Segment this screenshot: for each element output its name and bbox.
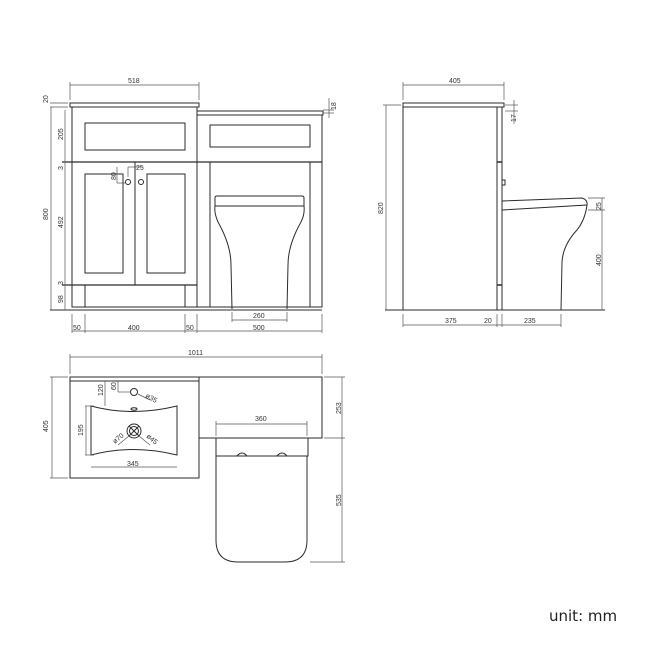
dim-gap-upper: 3 (58, 166, 65, 170)
dim-cabinet-depth: 375 (445, 318, 457, 325)
dim-door-width: 400 (128, 325, 140, 332)
side-view (385, 102, 605, 311)
side-dimension-lines (383, 82, 605, 327)
plan-view (69, 376, 323, 563)
dim-pan-width: 360 (255, 416, 267, 423)
dim-tap-side: 60 (111, 382, 118, 390)
dim-bowl-width: 345 (127, 461, 139, 468)
dim-pan-projection: 235 (524, 318, 536, 325)
dim-panel: 20 (484, 318, 492, 325)
dim-tap-offset: 120 (98, 384, 105, 396)
dim-seat-thickness: 25 (596, 202, 603, 210)
dim-pan-length: 535 (336, 494, 343, 506)
dim-drawer-height: 205 (58, 128, 65, 140)
dim-total-width: 1011 (188, 350, 203, 357)
dim-handle-drop: 80 (111, 172, 118, 180)
dim-gap-lower: 3 (58, 281, 65, 285)
dim-bowl-depth: 195 (78, 424, 85, 436)
dim-pan-height: 400 (596, 254, 603, 266)
dim-plan-depth: 405 (43, 420, 50, 432)
dim-top-height: 20 (43, 95, 50, 103)
dim-side-total-height: 820 (378, 202, 385, 214)
dim-wc-unit-depth: 253 (336, 402, 343, 414)
plan-dimension-lines (50, 354, 345, 563)
unit-label: unit: mm (549, 607, 618, 625)
dim-basin-unit-width: 518 (128, 78, 140, 85)
dim-waste-outer: ø70 (112, 432, 126, 445)
dim-side-depth: 405 (449, 78, 461, 85)
dim-wc-unit-width: 500 (253, 325, 265, 332)
dim-pan-base: 260 (253, 313, 265, 320)
dim-total-height: 800 (43, 208, 50, 220)
front-dimension-lines (50, 82, 334, 333)
dim-wc-top: 18 (331, 102, 338, 110)
front-view (50, 102, 324, 311)
dim-right-side: 50 (186, 325, 194, 332)
dim-side-top: 17 (511, 114, 518, 122)
dim-waste-inner: ø45 (145, 433, 159, 446)
dim-handle-gap: 25 (136, 165, 144, 172)
dim-plinth-height: 98 (58, 295, 65, 303)
dim-tap-hole: ø35 (144, 393, 158, 405)
dim-door-height: 492 (58, 216, 65, 228)
dim-left-side: 50 (73, 325, 81, 332)
